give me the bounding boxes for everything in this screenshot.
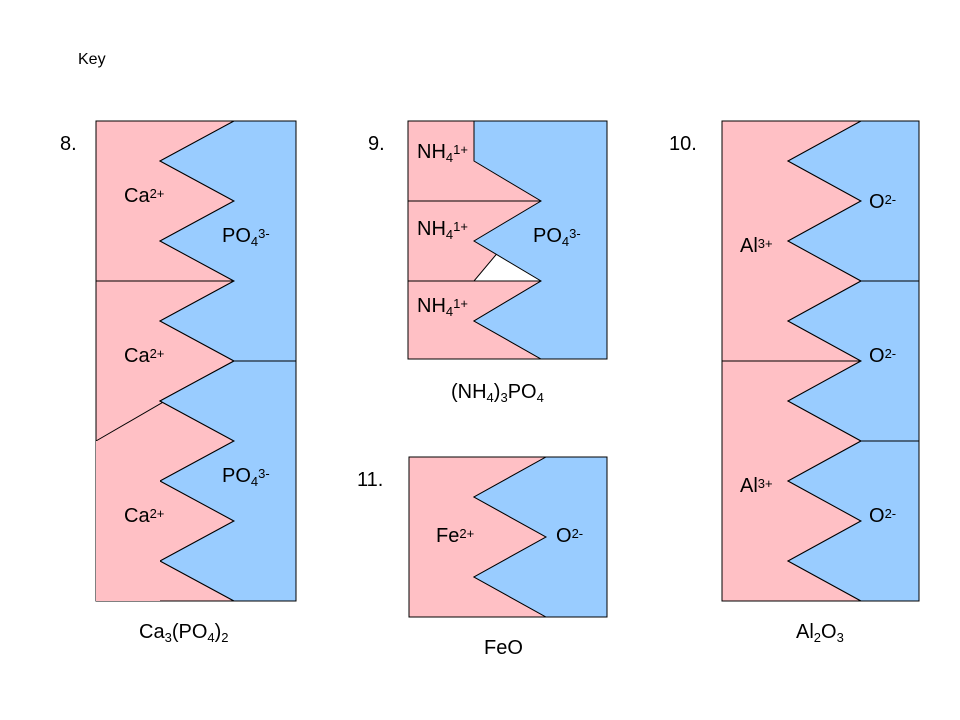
problem-8-diagram <box>95 120 297 602</box>
ion-label-cation: Ca2+ <box>124 345 165 367</box>
problem-11-number: 11. <box>357 469 384 491</box>
anion-block <box>472 456 608 618</box>
ion-label-cation: Al3+ <box>740 475 773 497</box>
formula-10: Al2O3 <box>796 621 844 645</box>
formula-8: Ca3(PO4)2 <box>139 621 229 645</box>
problem-8-number: 8. <box>60 133 77 155</box>
anion-block <box>786 280 920 442</box>
ion-label-anion: PO43- <box>533 225 581 249</box>
formula-9: (NH4)3PO4 <box>451 381 544 405</box>
ion-label-anion: O2- <box>869 345 897 367</box>
problem-11-diagram <box>408 456 608 618</box>
ion-label-anion: PO43- <box>222 225 270 249</box>
ion-label-anion: O2- <box>556 525 584 547</box>
ion-label-cation: Ca2+ <box>124 185 165 207</box>
problem-9-number: 9. <box>368 133 385 155</box>
anion-block <box>158 120 297 362</box>
ion-label-cation: NH41+ <box>417 218 468 242</box>
anion-block <box>786 440 920 602</box>
ion-label-cation: Fe2+ <box>436 525 475 547</box>
ion-label-cation: Al3+ <box>740 235 773 257</box>
anion-block <box>158 360 297 602</box>
ion-label-cation: NH41+ <box>417 295 468 319</box>
problem-10-number: 10. <box>669 133 697 155</box>
problem-10-diagram <box>721 120 920 602</box>
formula-11: FeO <box>484 637 523 659</box>
ion-label-anion: O2- <box>869 505 897 527</box>
key-label: Key <box>78 51 106 68</box>
anion-block <box>786 120 920 282</box>
ion-label-anion: O2- <box>869 191 897 213</box>
ion-label-cation: NH41+ <box>417 141 468 165</box>
problem-9-diagram <box>407 120 608 360</box>
ion-label-cation: Ca2+ <box>124 505 165 527</box>
ion-label-anion: PO43- <box>222 465 270 489</box>
anion-block <box>473 120 608 360</box>
cation-block <box>96 441 160 601</box>
